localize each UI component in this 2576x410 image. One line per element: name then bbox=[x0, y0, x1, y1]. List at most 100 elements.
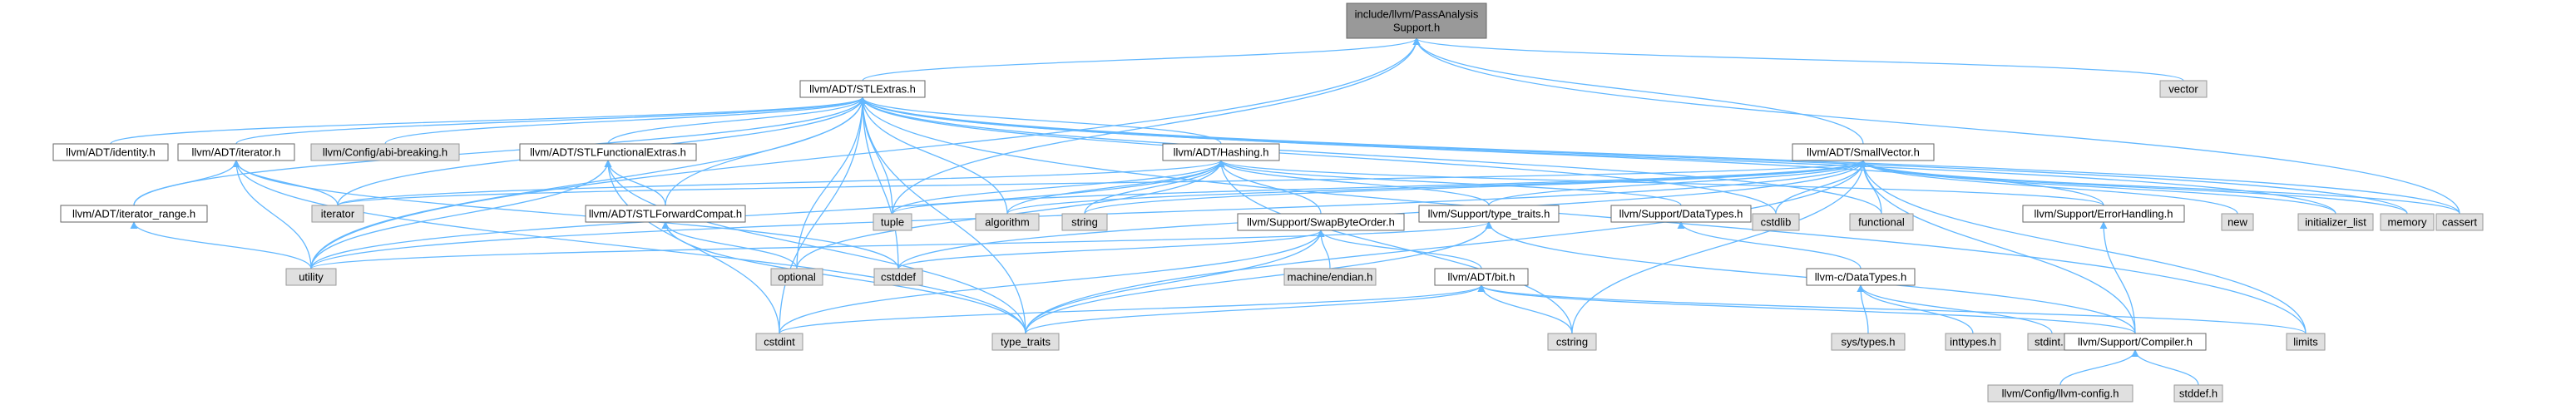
node-cdatatypes[interactable]: llvm-c/DataTypes.h bbox=[1806, 268, 1916, 286]
edge-iterator_h-to-cstddef bbox=[232, 160, 899, 269]
node-systypes[interactable]: sys/types.h bbox=[1831, 333, 1906, 351]
node-box-typetraits_h bbox=[1418, 205, 1560, 223]
node-box-algorithm bbox=[975, 213, 1040, 231]
node-tuple[interactable]: tuple bbox=[873, 213, 912, 231]
edge-hashing-to-tuple bbox=[892, 160, 1225, 215]
node-box-stlforward bbox=[585, 205, 746, 223]
edge-iterator_h-to-utility bbox=[232, 160, 312, 269]
node-stlextras[interactable]: llvm/ADT/STLExtras.h bbox=[799, 80, 926, 98]
node-functional[interactable]: functional bbox=[1849, 213, 1914, 231]
edge-smallvector-to-typetraits_h bbox=[1488, 160, 1867, 206]
node-swapbyte[interactable]: llvm/Support/SwapByteOrder.h bbox=[1237, 213, 1405, 231]
edge-root-to-smallvector bbox=[1412, 37, 1864, 145]
edge-smallvector-to-memory bbox=[1859, 160, 2408, 215]
edge-stlforward-to-optional bbox=[661, 221, 798, 269]
node-box-initlist bbox=[2297, 213, 2374, 231]
node-hashing[interactable]: llvm/ADT/Hashing.h bbox=[1162, 143, 1280, 161]
edge-hashing-to-swapbyte bbox=[1217, 160, 1322, 215]
edge-hashing-to-typetraits_h bbox=[1217, 160, 1490, 206]
edge-smallvector-to-cstring bbox=[1571, 160, 1867, 334]
edge-hashing-to-datatypes_h bbox=[1217, 160, 1682, 206]
node-stddef[interactable]: stddef.h bbox=[2173, 384, 2223, 403]
node-label-hashing: llvm/ADT/Hashing.h bbox=[1174, 146, 1269, 159]
edge-swapbyte-to-cstddef bbox=[897, 230, 1325, 269]
node-abibreaking[interactable]: llvm/Config/abi-breaking.h bbox=[310, 143, 460, 161]
node-stlfunc[interactable]: llvm/ADT/STLFunctionalExtras.h bbox=[519, 143, 697, 161]
node-box-cstddef bbox=[873, 268, 923, 286]
node-cstddef[interactable]: cstddef bbox=[873, 268, 923, 286]
node-box-llvmconfig bbox=[1987, 384, 2133, 403]
edge-smallvector-to-initlist bbox=[1859, 160, 2336, 215]
node-label-identity: llvm/ADT/identity.h bbox=[66, 146, 155, 159]
node-stlforward[interactable]: llvm/ADT/STLForwardCompat.h bbox=[585, 205, 746, 223]
node-box-root bbox=[1346, 2, 1487, 39]
node-label-abibreaking: llvm/Config/abi-breaking.h bbox=[323, 146, 447, 159]
node-box-cstdint bbox=[755, 333, 803, 351]
node-box-abibreaking bbox=[310, 143, 460, 161]
node-identity[interactable]: llvm/ADT/identity.h bbox=[52, 143, 169, 161]
node-type_traits[interactable]: type_traits bbox=[991, 333, 1060, 351]
node-string[interactable]: string bbox=[1061, 213, 1108, 231]
edge-bit-to-compiler bbox=[1477, 284, 2136, 334]
node-datatypes_h[interactable]: llvm/Support/DataTypes.h bbox=[1610, 205, 1752, 223]
node-memory[interactable]: memory bbox=[2380, 213, 2435, 231]
node-smallvector[interactable]: llvm/ADT/SmallVector.h bbox=[1792, 143, 1935, 161]
edge-hashing-to-cstring bbox=[1217, 160, 1573, 334]
edge-iterator_h-to-iterator bbox=[232, 160, 339, 206]
node-cstdlib[interactable]: cstdlib bbox=[1752, 213, 1800, 231]
node-box-smallvector bbox=[1792, 143, 1935, 161]
node-cassert[interactable]: cassert bbox=[2435, 213, 2484, 231]
node-endian[interactable]: machine/endian.h bbox=[1283, 268, 1377, 286]
node-label-typetraits_h: llvm/Support/type_traits.h bbox=[1428, 208, 1550, 220]
node-inttypes[interactable]: inttypes.h bbox=[1945, 333, 2001, 351]
edge-typetraits_h-to-utility bbox=[310, 221, 1493, 269]
edge-smallvector-to-compiler bbox=[1859, 160, 2136, 334]
node-box-limits bbox=[2286, 333, 2326, 351]
node-label-stddef: stddef.h bbox=[2179, 388, 2218, 400]
edge-smallvector-to-functional bbox=[1859, 160, 1882, 215]
edge-stlextras-to-type_traits bbox=[858, 96, 1026, 334]
node-box-string bbox=[1061, 213, 1108, 231]
node-bit[interactable]: llvm/ADT/bit.h bbox=[1434, 268, 1529, 286]
node-typetraits_h[interactable]: llvm/Support/type_traits.h bbox=[1418, 205, 1560, 223]
edge-root-to-stlextras bbox=[862, 37, 1421, 82]
node-optional[interactable]: optional bbox=[770, 268, 823, 286]
node-iterator[interactable]: iterator bbox=[311, 205, 364, 223]
node-errorhandling[interactable]: llvm/Support/ErrorHandling.h bbox=[2022, 205, 2185, 223]
edge-stlextras-to-cassert bbox=[858, 96, 2460, 215]
node-label-new: new bbox=[2227, 216, 2247, 229]
edge-stlextras-to-cstddef bbox=[858, 96, 899, 269]
node-compiler[interactable]: llvm/Support/Compiler.h bbox=[2064, 333, 2207, 351]
node-label-root: Support.h bbox=[1393, 22, 1440, 34]
node-iterrange[interactable]: llvm/ADT/iterator_range.h bbox=[60, 205, 208, 223]
node-label-cstddef: cstddef bbox=[881, 271, 916, 284]
edge-cdatatypes-to-inttypes bbox=[1857, 284, 1974, 334]
node-label-iterator: iterator bbox=[321, 208, 355, 220]
node-label-errorhandling: llvm/Support/ErrorHandling.h bbox=[2035, 208, 2173, 220]
node-algorithm[interactable]: algorithm bbox=[975, 213, 1040, 231]
node-box-compiler bbox=[2064, 333, 2207, 351]
node-label-utility: utility bbox=[299, 271, 324, 284]
node-vector[interactable]: vector bbox=[2159, 80, 2208, 98]
node-label-iterator_h: llvm/ADT/iterator.h bbox=[192, 146, 281, 159]
edge-root-to-vector bbox=[1412, 37, 2184, 82]
node-llvmconfig[interactable]: llvm/Config/llvm-config.h bbox=[1987, 384, 2133, 403]
node-iterator_h[interactable]: llvm/ADT/iterator.h bbox=[177, 143, 295, 161]
node-cstring[interactable]: cstring bbox=[1547, 333, 1597, 351]
node-box-iterator bbox=[311, 205, 364, 223]
node-utility[interactable]: utility bbox=[285, 268, 337, 286]
node-box-type_traits bbox=[991, 333, 1060, 351]
node-box-endian bbox=[1283, 268, 1377, 286]
edge-bit-to-type_traits bbox=[1025, 284, 1486, 334]
node-label-algorithm: algorithm bbox=[985, 216, 1029, 229]
node-box-swapbyte bbox=[1237, 213, 1405, 231]
edge-swapbyte-to-cstdint bbox=[779, 230, 1325, 334]
node-new[interactable]: new bbox=[2221, 213, 2254, 231]
edge-cdatatypes-to-stdinth bbox=[1857, 284, 2053, 334]
node-cstdint[interactable]: cstdint bbox=[755, 333, 803, 351]
node-box-tuple bbox=[873, 213, 912, 231]
node-limits[interactable]: limits bbox=[2286, 333, 2326, 351]
node-initlist[interactable]: initializer_list bbox=[2297, 213, 2374, 231]
edge-swapbyte-to-type_traits bbox=[1025, 230, 1325, 334]
